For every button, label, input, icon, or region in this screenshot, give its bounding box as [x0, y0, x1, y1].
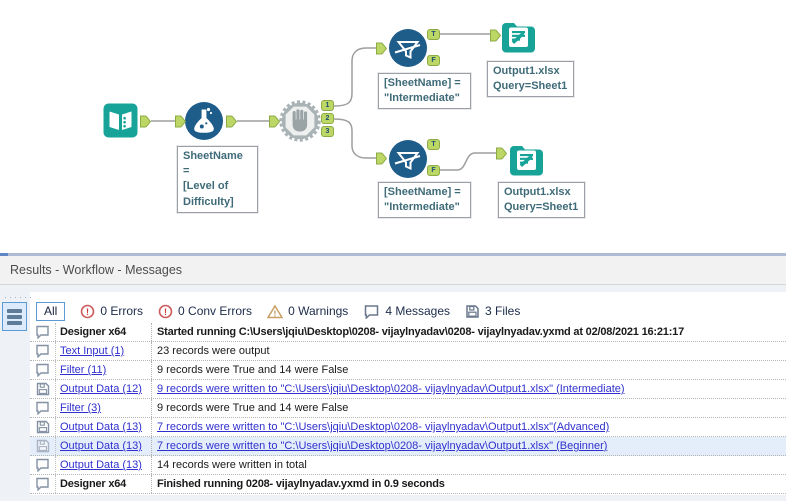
block-input-anchor[interactable]: [269, 115, 280, 128]
message-row[interactable]: Filter (3) 9 records were True and 14 we…: [30, 399, 786, 418]
tool-link[interactable]: Filter (11): [60, 364, 107, 376]
svg-text:!: !: [164, 307, 167, 317]
message-bubble-icon: [365, 304, 379, 319]
tool-link[interactable]: Text Input (1): [60, 345, 125, 357]
output-data-tool-bottom[interactable]: [508, 142, 545, 181]
filter-bottom-false-port[interactable]: F: [427, 165, 440, 176]
message-bubble-icon: [30, 342, 56, 360]
filter-messages-button[interactable]: 4 Messages: [363, 304, 450, 319]
file-save-icon: [30, 380, 56, 398]
output-file-link[interactable]: 7 records were written to "C:\Users\jqiu…: [157, 440, 608, 452]
filter-tool-bottom[interactable]: [389, 140, 427, 183]
results-panel: Results - Workflow - Messages ······ All…: [0, 253, 786, 501]
filter-conv-errors-button[interactable]: ! 0 Conv Errors: [158, 304, 252, 319]
filter-top-input-anchor[interactable]: [376, 42, 387, 55]
message-text: Finished running 0208- vijaylnyadav.yxmd…: [157, 478, 445, 490]
output-bottom-annotation[interactable]: Output1.xlsx Query=Sheet1: [497, 180, 586, 220]
message-text: 23 records were output: [157, 345, 270, 357]
formula-input-anchor[interactable]: [175, 115, 186, 128]
message-row[interactable]: Output Data (13) 14 records were written…: [30, 456, 786, 475]
filter-tool-top[interactable]: [389, 29, 427, 72]
filter-errors-button[interactable]: ! 0 Errors: [80, 304, 143, 319]
block-output-port-2[interactable]: 2: [321, 113, 334, 124]
panel-top-splitter[interactable]: [0, 253, 786, 256]
message-row[interactable]: Text Input (1) 23 records were output: [30, 342, 786, 361]
filter-top-false-port[interactable]: F: [427, 55, 440, 66]
message-bubble-icon: [30, 475, 56, 493]
formula-output-anchor[interactable]: [226, 115, 237, 128]
message-bubble-icon: [30, 361, 56, 379]
tool-link[interactable]: Output Data (13): [60, 459, 142, 471]
workflow-canvas[interactable]: SheetName = [Level of Difficulty] 1 2 3: [0, 0, 786, 253]
results-left-rail: ······: [2, 292, 34, 331]
error-icon: !: [81, 304, 95, 318]
filter-warnings-button[interactable]: ! 0 Warnings: [267, 304, 348, 319]
message-row[interactable]: Filter (11) 9 records were True and 14 w…: [30, 361, 786, 380]
conv-error-icon: !: [158, 304, 173, 318]
message-row-selected[interactable]: Output Data (13) 7 records were written …: [30, 437, 786, 456]
formula-tool-icon: [185, 102, 223, 140]
svg-text:!: !: [86, 307, 89, 317]
formula-tool[interactable]: [185, 102, 223, 145]
block-output-port-1[interactable]: 1: [321, 100, 334, 111]
filter-tool-icon: [389, 29, 427, 67]
message-text: 9 records were True and 14 were False: [157, 364, 349, 376]
list-view-icon: [7, 308, 22, 313]
message-source: Designer x64: [56, 475, 152, 493]
message-view-toggle-button[interactable]: [2, 302, 27, 331]
text-input-output-anchor[interactable]: [140, 115, 151, 128]
message-row[interactable]: Designer x64 Finished running 0208- vija…: [30, 475, 786, 494]
output-top-input-anchor[interactable]: [490, 29, 501, 42]
filter-files-button[interactable]: 3 Files: [465, 304, 520, 319]
message-row[interactable]: Output Data (13) 7 records were written …: [30, 418, 786, 437]
filter-bottom-true-port[interactable]: T: [427, 139, 440, 150]
block-output-port-3[interactable]: 3: [321, 126, 334, 137]
tool-link[interactable]: Filter (3): [60, 402, 101, 414]
results-panel-title: Results - Workflow - Messages: [0, 256, 786, 285]
filter-top-true-port[interactable]: T: [427, 29, 440, 40]
tool-link[interactable]: Output Data (13): [60, 440, 142, 452]
messages-list: Designer x64 Started running C:\Users\jq…: [30, 323, 786, 494]
output-top-annotation[interactable]: Output1.xlsx Query=Sheet1: [486, 59, 575, 99]
formula-annotation[interactable]: SheetName = [Level of Difficulty]: [176, 145, 259, 214]
file-save-icon: [30, 418, 56, 436]
warning-icon: !: [267, 304, 284, 318]
message-text: 9 records were True and 14 were False: [157, 402, 349, 414]
filter-bottom-input-anchor[interactable]: [376, 152, 387, 165]
rail-grip-dots[interactable]: ······: [4, 292, 34, 302]
filter-bottom-annotation[interactable]: [SheetName] = "Intermediate": [377, 180, 472, 220]
message-text: 14 records were written in total: [157, 459, 307, 471]
svg-text:!: !: [274, 309, 277, 318]
file-save-icon: [466, 304, 479, 318]
message-bubble-icon: [30, 456, 56, 474]
filter-tool-icon: [389, 140, 427, 178]
connection-wires: [151, 33, 497, 171]
message-row[interactable]: Designer x64 Started running C:\Users\jq…: [30, 323, 786, 342]
tool-link[interactable]: Output Data (13): [60, 421, 142, 433]
output-bottom-input-anchor[interactable]: [496, 147, 507, 160]
results-filter-toolbar: All ! 0 Errors ! 0 Conv Errors !: [36, 300, 520, 322]
message-text: Started running C:\Users\jqiu\Desktop\02…: [157, 326, 685, 338]
output-data-tool-top[interactable]: [500, 19, 537, 58]
output-data-tool-icon: [510, 146, 543, 176]
output-file-link[interactable]: 7 records were written to "C:\Users\jqiu…: [157, 421, 610, 433]
text-input-tool[interactable]: [103, 103, 138, 143]
block-until-done-tool[interactable]: [279, 100, 321, 147]
message-bubble-icon: [30, 323, 56, 341]
filter-top-annotation[interactable]: [SheetName] = "Intermediate": [377, 71, 472, 111]
file-save-icon: [30, 437, 56, 455]
message-bubble-icon: [30, 399, 56, 417]
output-file-link[interactable]: 9 records were written to "C:\Users\jqiu…: [157, 383, 625, 395]
tool-link[interactable]: Output Data (12): [60, 383, 142, 395]
output-data-tool-icon: [502, 23, 535, 53]
message-source: Designer x64: [56, 323, 152, 341]
message-row[interactable]: Output Data (12) 9 records were written …: [30, 380, 786, 399]
filter-all-button[interactable]: All: [36, 301, 66, 321]
text-input-tool-icon: [103, 103, 138, 138]
block-until-done-tool-icon: [279, 100, 321, 142]
